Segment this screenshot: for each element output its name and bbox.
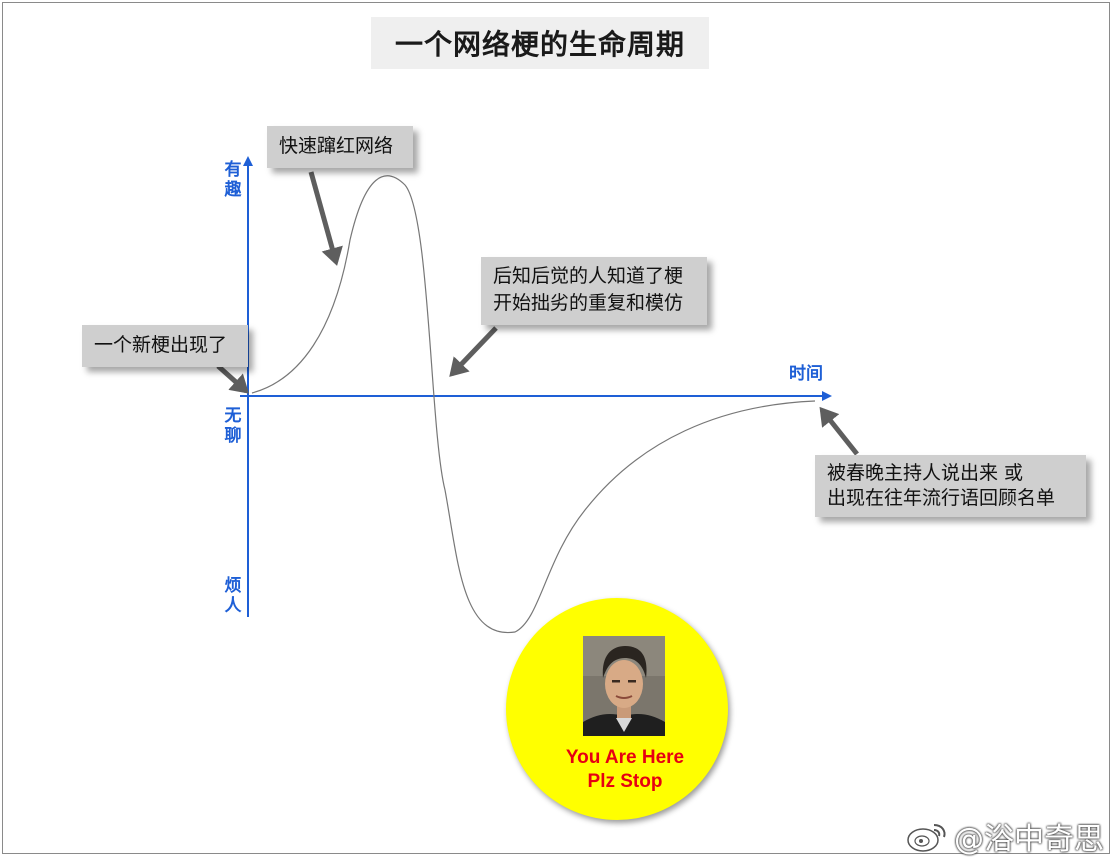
arrow-gala	[819, 406, 859, 456]
host-portrait-image	[583, 636, 665, 736]
callout-latecomers: 后知后觉的人知道了梗 开始拙劣的重复和模仿	[481, 257, 707, 325]
arrow-latecomers	[449, 326, 498, 377]
you-are-here-text: You Are Here	[565, 747, 685, 768]
y-axis-label-fun: 有趣	[224, 160, 242, 200]
y-axis-label-boring: 无聊	[224, 406, 242, 446]
callout-go-viral: 快速蹿红网络	[267, 126, 413, 168]
callout-go-viral-text: 快速蹿红网络	[279, 135, 394, 157]
plz-stop-text: Plz Stop	[587, 771, 663, 792]
weibo-watermark: @浴中奇思	[906, 814, 1104, 858]
lifecycle-curve	[251, 175, 816, 634]
weibo-icon	[907, 824, 946, 852]
watermark-text: @浴中奇思	[954, 822, 1104, 857]
arrow-appear	[216, 364, 249, 394]
y-axis-label-annoying: 烦人	[224, 576, 242, 616]
page-title: 一个网络梗的生命周期	[371, 17, 709, 69]
callout-spring-gala: 被春晚主持人说出来 或 出现在往年流行语回顾名单	[815, 455, 1086, 517]
callout-latecomers-line-2: 开始拙劣的重复和模仿	[493, 292, 684, 314]
arrow-viral	[308, 171, 343, 266]
x-axis-label-time: 时间	[789, 364, 823, 384]
callout-spring-gala-line-2: 出现在往年流行语回顾名单	[827, 487, 1056, 509]
portrait-drawing	[583, 636, 665, 736]
callout-spring-gala-line-1: 被春晚主持人说出来 或	[827, 462, 1024, 484]
callout-new-meme: 一个新梗出现了	[82, 325, 248, 367]
callout-latecomers-line-1: 后知后觉的人知道了梗	[493, 265, 684, 287]
callout-new-meme-text: 一个新梗出现了	[94, 334, 228, 356]
